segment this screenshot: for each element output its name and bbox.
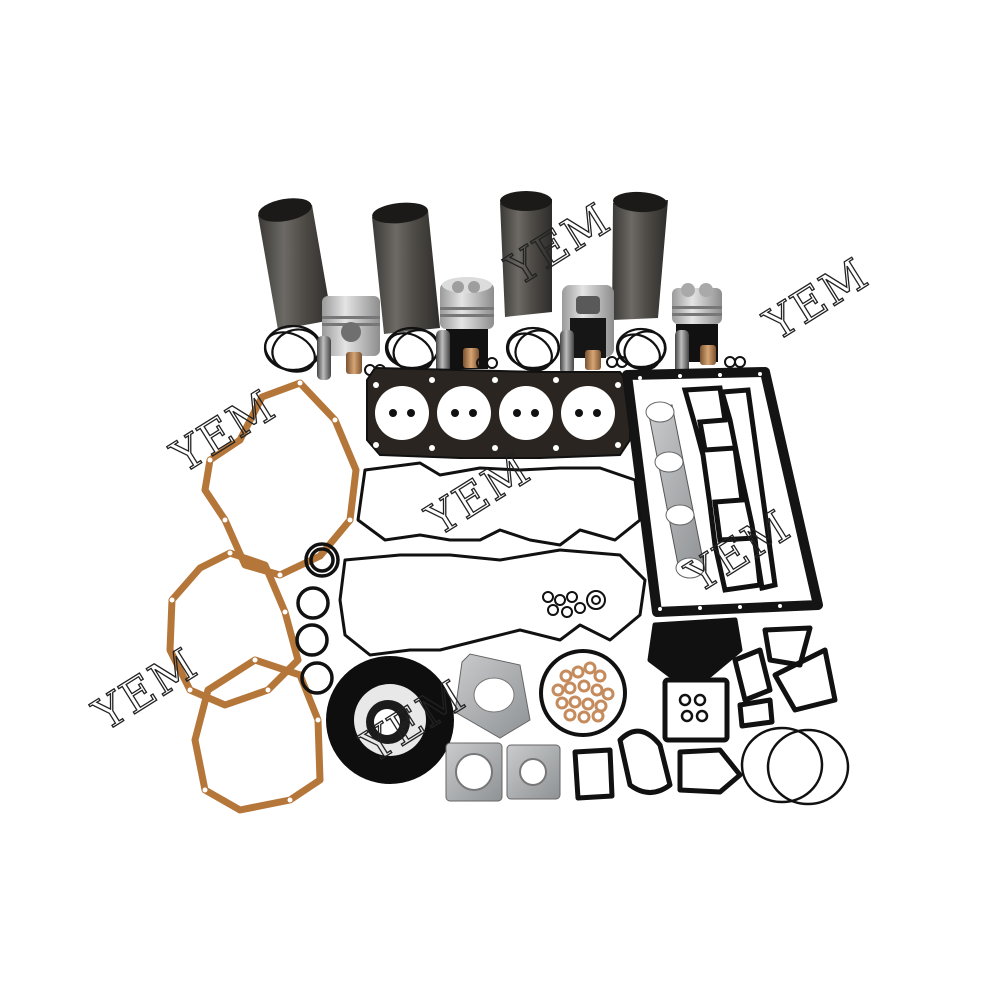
ring-set-4 [615, 327, 667, 371]
o-rings-left [295, 542, 340, 695]
cylinder-liner-1 [258, 198, 332, 330]
cylinder-liner-3 [500, 191, 552, 317]
small-end-bushings [346, 345, 716, 374]
crankshaft-seal [326, 656, 454, 784]
piston-1 [322, 296, 380, 356]
timing-gasket-lower [191, 656, 324, 814]
valve-cover-gaskets [338, 461, 647, 657]
o-rings-small [542, 590, 606, 618]
exhaust-manifold-gasket [645, 401, 706, 579]
cylinder-liner-2 [372, 202, 440, 334]
bracket-gasket-1 [732, 647, 773, 703]
ring-set-3 [505, 326, 561, 372]
large-o-rings [740, 726, 850, 806]
cylinder-head-gasket [366, 366, 631, 459]
thermostat-gasket [662, 677, 730, 743]
metal-gaskets [445, 653, 561, 802]
fuel-pump-gasket [572, 747, 615, 801]
small-oval-gasket [737, 697, 775, 729]
piston-2 [440, 277, 494, 369]
cylinder-liner-4 [612, 191, 668, 320]
front-cover-gasket [647, 617, 743, 678]
oil-pan-gasket [622, 367, 823, 617]
timing-gasket-bolt-holes [169, 380, 353, 803]
pistons [322, 277, 722, 369]
valve-cover-gasket-upper [356, 461, 642, 547]
oval-gasket-2 [677, 747, 743, 795]
valve-cover-gasket-lower [338, 548, 647, 657]
ring-set-1 [263, 324, 323, 373]
water-pump-gasket-with-copper-washers [539, 649, 627, 737]
piston-pins [317, 330, 689, 380]
cylinder-liners [258, 191, 668, 334]
intake-manifold-gasket [681, 385, 778, 593]
black-gaskets [572, 617, 838, 801]
oval-gasket-1 [617, 728, 673, 795]
bracket-gasket-3 [772, 647, 838, 713]
